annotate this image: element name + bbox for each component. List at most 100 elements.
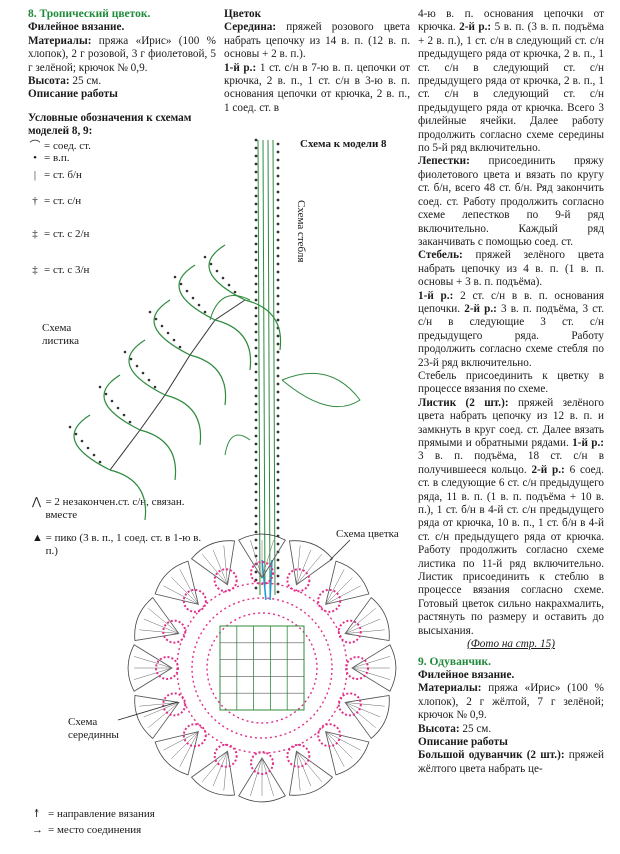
petal-stitch (325, 577, 353, 605)
leaf-chain-dot (129, 357, 133, 361)
legend-list: ⌒= соед. ст. •= в.п. |= ст. б/н †= ст. с… (28, 139, 216, 289)
petal-stitch (148, 702, 180, 728)
leaf-chain-dot (92, 453, 96, 457)
petal-stitch (133, 667, 173, 692)
stem-chain-dot (276, 270, 280, 274)
petal-stitch (155, 731, 199, 743)
photo-reference: (Фото на стр. 15) (467, 638, 555, 651)
stem-chain-dot (276, 478, 280, 482)
petal-loop (213, 743, 238, 768)
article-9-description-heading: Описание работы (418, 735, 508, 748)
leaf-chain-dot (215, 269, 219, 273)
petal-stitch (227, 751, 235, 796)
petal-stitch (325, 593, 369, 605)
stem-chain-dot (254, 530, 258, 534)
leaf-frond (189, 354, 227, 406)
petal-loop (317, 588, 342, 613)
leaf-chain-dot (185, 289, 189, 293)
stem-chain-dot (254, 386, 258, 390)
flower-label-pointer (329, 539, 351, 561)
petal-stitch (152, 597, 180, 634)
stem-chain-dot (276, 454, 280, 458)
stem-chain-dot (254, 258, 258, 262)
legend-item: ⋀= 2 незакончен.ст. с/н, связан. вместе (32, 496, 185, 521)
stem-chain-dot (276, 158, 280, 162)
stem-chain-dot (254, 442, 258, 446)
petal-stitch (163, 731, 199, 751)
leaf-frond (178, 264, 216, 321)
petal-stitch (134, 656, 173, 669)
petal-stitch (261, 539, 286, 579)
petal-stitch (152, 702, 180, 739)
decrease-icon: ⋀ (32, 496, 42, 508)
stem-chain-dot (276, 198, 280, 202)
petal-stitch (261, 757, 274, 796)
petal-stitch (202, 750, 228, 782)
article-9-last-paragraph: Большой одуванчик (2 шт.): пряжей жёлтог… (418, 749, 604, 775)
stem-chain-dot (276, 206, 280, 210)
petal-stitch (163, 585, 199, 605)
stem-chain-dot (254, 162, 258, 166)
stem-chain-dot (276, 174, 280, 178)
petal-stitch (227, 540, 235, 585)
stem-chain-dot (254, 498, 258, 502)
stem-chain-dot (254, 474, 258, 478)
leaf-chain-dot (147, 378, 151, 382)
leaf-chain-dot (173, 275, 177, 279)
stem-chain-dot (254, 154, 258, 158)
petal-loop (337, 692, 362, 717)
leaf-frond (103, 374, 141, 431)
legend-item: ▲= пико (3 в. п., 1 соед. ст. в 1-ю в. п… (32, 532, 202, 557)
stem-chain-dot (276, 254, 280, 258)
stem-chain-dot (254, 378, 258, 382)
stem-chain-dot (276, 358, 280, 362)
leaf-chain-dot (178, 345, 182, 349)
petal (190, 750, 236, 796)
leaf-scheme-label: Схема листика (42, 322, 80, 347)
flower-heading: Цветок (224, 8, 262, 20)
stem-chain-dot (276, 238, 280, 242)
petal-stitch (187, 731, 199, 775)
leaf-chain-dot (86, 446, 90, 450)
stem-chain-dot (276, 590, 280, 594)
stem-chain-dot (254, 514, 258, 518)
petal-stitch (212, 751, 228, 787)
stem-chain-dot (276, 246, 280, 250)
middle-paragraph-2: 1-й р.: 1 ст. с/н в 7-ю в. п. цепочки от… (224, 61, 410, 114)
leaf-frond (208, 244, 246, 301)
stem-chain-dot (276, 214, 280, 218)
stem-chain-dot (254, 402, 258, 406)
legend-item: †= ст. с/н (28, 187, 216, 217)
leaf-chain-dot (172, 338, 176, 342)
petal (134, 694, 180, 740)
materials-paragraph: Материалы: пряжа «Ирис» (100 % хлопок), … (28, 34, 216, 74)
stem-chain-dot (276, 278, 280, 282)
leaf-chain-dot (221, 276, 225, 280)
stem-chain-dot (276, 398, 280, 402)
stem-chain-dot (276, 406, 280, 410)
left-column: 8. Тропический цветок. Филейное вязание.… (28, 8, 216, 289)
petal-stitch (351, 667, 391, 692)
petal-stitch (212, 549, 228, 585)
stem-chain-dot (254, 170, 258, 174)
leaf-frond (139, 429, 177, 481)
petal-stitch (344, 597, 372, 634)
petal-stitch (351, 656, 390, 669)
leaf-chain-dot (74, 432, 78, 436)
stem-chain-dot (254, 490, 258, 494)
height-paragraph: Высота: 25 см. (28, 75, 102, 88)
treble-crochet-icon: ‡ (32, 227, 38, 240)
scheme-title: Схема к модели 8 (300, 138, 387, 150)
petal-stitch (139, 702, 179, 707)
article-9-height: Высота: 25 см. (418, 722, 492, 735)
petal-stitch (250, 540, 263, 579)
leaf-chain-dot (80, 439, 84, 443)
leaf-spine (109, 299, 246, 471)
petal-stitch (345, 618, 381, 634)
petal-stitch (345, 702, 381, 718)
legend-title: Условные обозначения к схемам моделей 8,… (28, 111, 192, 138)
stem-join (269, 559, 273, 601)
center-scheme-label: Схема серединны (68, 716, 119, 741)
leaf-chain-dot (104, 392, 108, 396)
legend-item: ⌒= соед. ст. (29, 139, 91, 152)
